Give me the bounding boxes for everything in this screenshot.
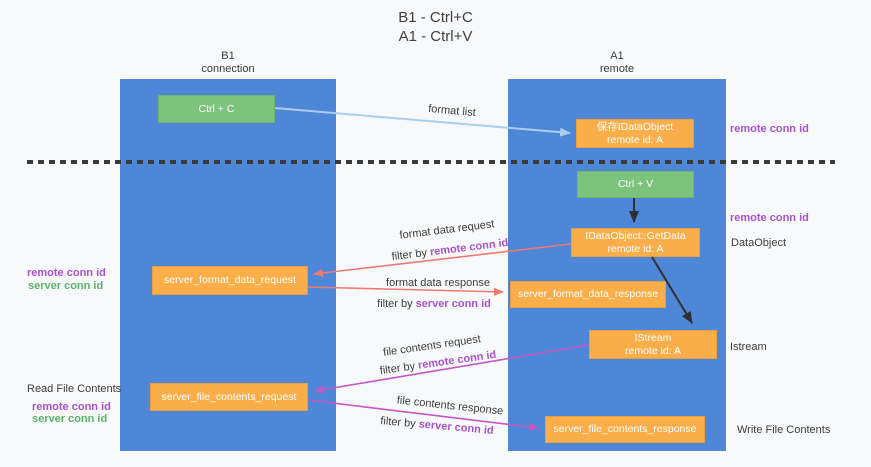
lane-a1-name: A1 bbox=[610, 50, 624, 62]
node-save-idataobject-line2: remote id: A bbox=[606, 133, 664, 146]
filter-by-text-3: filter by bbox=[379, 359, 419, 378]
node-ctrl-v-label: Ctrl + V bbox=[617, 178, 654, 190]
node-ctrl-v: Ctrl + V bbox=[577, 171, 694, 198]
lane-b1-name: B1 bbox=[221, 50, 235, 62]
flow-label-filter-by-remote-1: filter by remote conn id bbox=[391, 237, 509, 263]
filter-by-text-4: filter by bbox=[379, 415, 420, 431]
node-server-format-data-response: server_format_data_response bbox=[510, 281, 666, 308]
node-format-response-label: server_format_data_response bbox=[517, 288, 659, 300]
filter-by-text-2: filter by bbox=[377, 298, 416, 310]
label-read-file-contents: Read File Contents bbox=[27, 383, 122, 395]
flow-label-format-data-request: format data request bbox=[398, 218, 496, 242]
label-server-conn-id-left-1: server conn id bbox=[28, 280, 104, 292]
node-istream-line1: IStream bbox=[634, 331, 672, 344]
title-line-2: A1 - Ctrl+V bbox=[398, 28, 473, 45]
filter-remote-conn-id-1: remote conn id bbox=[429, 236, 509, 259]
node-getdata-line2: remote id: A bbox=[607, 242, 664, 255]
node-server-file-contents-response: server_file_contents_response bbox=[545, 416, 705, 443]
node-ctrl-c-label: Ctrl + C bbox=[198, 102, 235, 115]
node-server-format-data-request: server_format_data_request bbox=[152, 266, 308, 295]
title-line-1: B1 - Ctrl+C bbox=[398, 9, 473, 26]
flow-label-filter-by-server-2: filter by server conn id bbox=[380, 415, 494, 437]
node-file-response-label: server_file_contents_response bbox=[553, 423, 697, 435]
flow-label-file-contents-response: file contents response bbox=[396, 394, 504, 418]
label-write-file-contents: Write File Contents bbox=[737, 424, 831, 436]
label-remote-conn-id-mid-right: remote conn id bbox=[730, 212, 809, 224]
label-server-conn-id-left-2: server conn id bbox=[32, 413, 108, 425]
node-ctrl-c: Ctrl + C bbox=[158, 95, 275, 123]
label-remote-conn-id-top-right: remote conn id bbox=[730, 123, 809, 135]
node-save-idataobject-line1: 保存IDataObject bbox=[596, 120, 674, 133]
node-format-request-label: server_format_data_request bbox=[164, 274, 296, 286]
filter-server-conn-id-2: server conn id bbox=[418, 418, 495, 437]
flow-label-format-data-response: format data response bbox=[386, 277, 490, 289]
node-istream-line2: remote id: A bbox=[624, 344, 682, 357]
node-save-idataobject: 保存IDataObject remote id: A bbox=[576, 119, 694, 148]
label-istream: Istream bbox=[730, 341, 767, 353]
node-file-request-label: server_file_contents_request bbox=[161, 390, 297, 403]
lane-a1-subtitle: remote bbox=[599, 63, 635, 75]
lane-b1-subtitle: connection bbox=[201, 63, 255, 75]
label-dataobject: DataObject bbox=[731, 237, 787, 249]
label-remote-conn-id-left-2: remote conn id bbox=[32, 401, 111, 413]
diagram-title: B1 - Ctrl+C A1 - Ctrl+V bbox=[0, 8, 871, 46]
filter-by-text-1: filter by bbox=[391, 246, 431, 264]
label-remote-conn-id-left-1: remote conn id bbox=[27, 267, 106, 279]
node-istream: IStream remote id: A bbox=[589, 330, 717, 359]
lane-b1-header: B1 connection bbox=[120, 50, 336, 78]
filter-server-conn-id-1: server conn id bbox=[415, 298, 491, 310]
flow-label-filter-by-server-1: filter by server conn id bbox=[377, 298, 491, 310]
lane-a1-header: A1 remote bbox=[508, 50, 726, 78]
flow-label-format-list: format list bbox=[427, 102, 477, 120]
node-getdata-line1: IDataObject::GetData bbox=[585, 229, 686, 242]
node-idataobject-getdata: IDataObject::GetData remote id: A bbox=[571, 228, 700, 257]
node-server-file-contents-request: server_file_contents_request bbox=[150, 383, 308, 411]
